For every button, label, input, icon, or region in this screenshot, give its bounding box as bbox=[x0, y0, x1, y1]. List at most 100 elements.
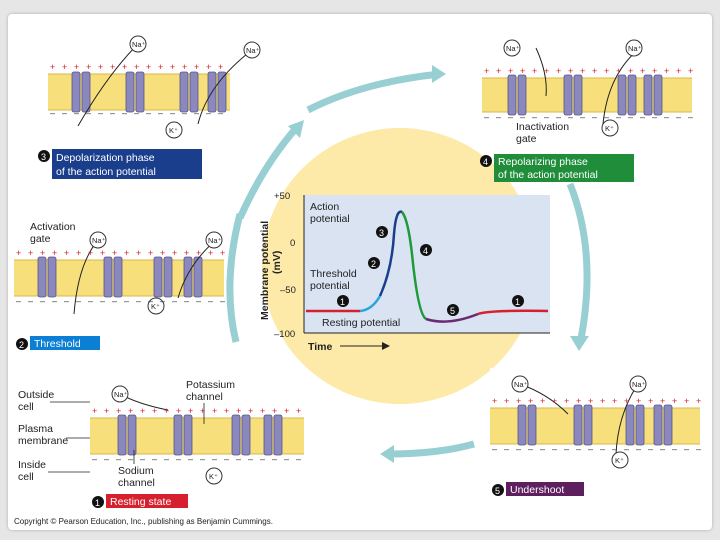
positive-charge: + bbox=[648, 396, 653, 406]
negative-charge: – bbox=[196, 296, 201, 306]
caption-text: of the action potential bbox=[498, 169, 598, 181]
negative-charge: – bbox=[528, 444, 533, 454]
positive-charge: + bbox=[492, 396, 497, 406]
negative-charge: – bbox=[124, 296, 129, 306]
outside-cell-label: Outside bbox=[18, 389, 54, 401]
negative-charge: – bbox=[98, 108, 103, 118]
positive-charge: + bbox=[284, 406, 289, 416]
positive-charge: + bbox=[532, 66, 537, 76]
negative-charge: – bbox=[672, 444, 677, 454]
negative-charge: – bbox=[636, 444, 641, 454]
positive-charge: + bbox=[112, 248, 117, 258]
graph-marker: 4 bbox=[423, 246, 428, 256]
negative-charge: – bbox=[134, 108, 139, 118]
sodium-ion-label: Na⁺ bbox=[92, 236, 106, 245]
sodium-ion-label: Na⁺ bbox=[506, 44, 520, 53]
negative-charge: – bbox=[206, 108, 211, 118]
positive-charge: + bbox=[134, 62, 139, 72]
caption-text: Repolarizing phase bbox=[498, 156, 588, 168]
negative-charge: – bbox=[220, 296, 225, 306]
negative-charge: – bbox=[52, 296, 57, 306]
positive-charge: + bbox=[136, 248, 141, 258]
positive-charge: + bbox=[116, 406, 121, 416]
negative-charge: – bbox=[140, 454, 145, 464]
negative-charge: – bbox=[684, 444, 689, 454]
sodium-channel-label: Sodium bbox=[118, 465, 154, 477]
positive-charge: + bbox=[212, 406, 217, 416]
negative-charge: – bbox=[100, 296, 105, 306]
negative-charge: – bbox=[160, 296, 165, 306]
negative-charge: – bbox=[188, 454, 193, 464]
positive-charge: + bbox=[552, 396, 557, 406]
negative-charge: – bbox=[236, 454, 241, 464]
negative-charge: – bbox=[112, 296, 117, 306]
positive-charge: + bbox=[296, 406, 301, 416]
negative-charge: – bbox=[588, 444, 593, 454]
positive-charge: + bbox=[98, 62, 103, 72]
negative-charge: – bbox=[552, 444, 557, 454]
positive-charge: + bbox=[148, 248, 153, 258]
negative-charge: – bbox=[492, 444, 497, 454]
negative-charge: – bbox=[600, 444, 605, 454]
positive-charge: + bbox=[636, 396, 641, 406]
negative-charge: – bbox=[516, 444, 521, 454]
positive-charge: + bbox=[576, 396, 581, 406]
step-number: 4 bbox=[483, 157, 488, 167]
negative-charge: – bbox=[148, 296, 153, 306]
depolarization-segment bbox=[378, 210, 403, 297]
cell-labels: Outside cell Plasma membrane Inside cell bbox=[18, 389, 90, 483]
inactivation-gate-label: gate bbox=[516, 133, 537, 145]
positive-charge: + bbox=[158, 62, 163, 72]
positive-charge: + bbox=[696, 396, 701, 406]
negative-charge: – bbox=[520, 112, 525, 122]
negative-charge: – bbox=[76, 296, 81, 306]
positive-charge: + bbox=[184, 248, 189, 258]
negative-charge: – bbox=[640, 112, 645, 122]
positive-charge: + bbox=[592, 66, 597, 76]
threshold-segment bbox=[359, 295, 382, 313]
positive-charge: + bbox=[508, 66, 513, 76]
inside-cell-label: Inside bbox=[18, 459, 46, 471]
negative-charge: – bbox=[592, 112, 597, 122]
activation-gate-label: gate bbox=[30, 233, 51, 245]
undershoot-segment bbox=[425, 312, 479, 323]
graph-marker: 1 bbox=[340, 297, 345, 307]
negative-charge: – bbox=[62, 108, 67, 118]
membrane-potential-graph: +50 0 –50 –100 Membrane potential (mV) T… bbox=[259, 191, 550, 353]
positive-charge: + bbox=[484, 66, 489, 76]
graph-marker: 5 bbox=[450, 306, 455, 316]
negative-charge: – bbox=[652, 112, 657, 122]
negative-charge: – bbox=[92, 454, 97, 464]
negative-charge: – bbox=[664, 112, 669, 122]
negative-charge: – bbox=[484, 112, 489, 122]
negative-charge: – bbox=[28, 296, 33, 306]
positive-charge: + bbox=[628, 66, 633, 76]
inactivation-gate-label: Inactivation bbox=[516, 121, 569, 133]
negative-charge: – bbox=[104, 454, 109, 464]
y-tick-label: +50 bbox=[274, 191, 290, 202]
negative-charge: – bbox=[116, 454, 121, 464]
panel-threshold: Na⁺ Na⁺ K⁺ Activation gate 2 Threshold bbox=[14, 220, 224, 350]
positive-charge: + bbox=[172, 248, 177, 258]
y-tick-label: 0 bbox=[290, 238, 295, 249]
potassium-ion-label: K⁺ bbox=[169, 126, 178, 135]
positive-charge: + bbox=[260, 406, 265, 416]
potassium-channel-label: channel bbox=[186, 391, 223, 403]
positive-charge: + bbox=[170, 62, 175, 72]
negative-charge: – bbox=[508, 112, 513, 122]
negative-charge: – bbox=[556, 112, 561, 122]
positive-charge: + bbox=[616, 66, 621, 76]
positive-charge: + bbox=[194, 62, 199, 72]
inside-cell-label: cell bbox=[18, 471, 34, 483]
x-axis-label: Time bbox=[308, 341, 332, 353]
negative-charge: – bbox=[122, 108, 127, 118]
negative-charge: – bbox=[212, 454, 217, 464]
positive-charge: + bbox=[88, 248, 93, 258]
positive-charge: + bbox=[140, 406, 145, 416]
positive-charge: + bbox=[64, 248, 69, 258]
y-axis-label: Membrane potential bbox=[259, 221, 271, 320]
positive-charge: + bbox=[612, 396, 617, 406]
negative-charge: – bbox=[504, 444, 509, 454]
negative-charge: – bbox=[88, 296, 93, 306]
negative-charge: – bbox=[612, 444, 617, 454]
